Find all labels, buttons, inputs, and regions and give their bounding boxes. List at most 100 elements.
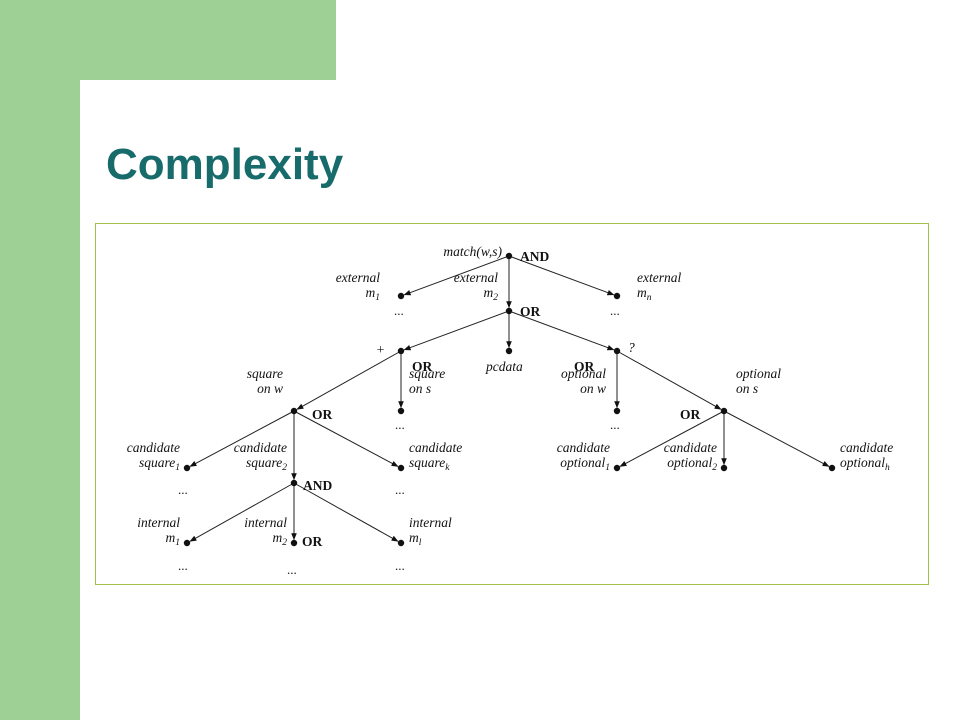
accent-bar-side (0, 0, 80, 720)
node-label: square (247, 366, 283, 381)
node-label: external (336, 270, 380, 285)
node-label: pcdata (485, 359, 523, 374)
node-label: candidate (409, 440, 462, 455)
tree-node-plus: + OR (376, 342, 433, 374)
node-dot (183, 539, 191, 547)
operator-label: OR (412, 359, 433, 374)
edge-quest-opts (616, 350, 722, 410)
operator-label: OR (302, 534, 323, 549)
node-dot (290, 539, 298, 547)
tree-node-quest: ? OR (574, 340, 635, 374)
ellipsis-label: ... (178, 482, 188, 497)
operator-label: OR (312, 407, 333, 422)
node-label: optional1 (560, 455, 610, 473)
node-dot (505, 347, 513, 355)
node-label: on s (409, 381, 431, 396)
slide-title: Complexity (106, 140, 344, 189)
tree-node-ext1: externalm1... (336, 270, 405, 318)
node-dot (505, 252, 513, 260)
tree-node-csk: candidatesquarek... (395, 440, 462, 497)
edge-root-ext1 (403, 255, 510, 296)
edge-ext2-plus (403, 310, 510, 351)
node-label: ml (409, 530, 422, 548)
ellipsis-label: ... (178, 558, 188, 573)
tree-node-cs1: candidatesquare1... (127, 440, 191, 497)
tree-node-extn: externalmn... (610, 270, 681, 318)
tree-node-im1: internalm1... (137, 515, 191, 573)
node-label: candidate (557, 440, 610, 455)
operator-label: OR (680, 407, 701, 422)
node-label: mn (637, 285, 652, 303)
node-dot (290, 407, 298, 415)
node-dot (613, 464, 621, 472)
node-dot (397, 464, 405, 472)
ellipsis-label: ... (395, 482, 405, 497)
operator-label: OR (520, 304, 541, 319)
node-dot (397, 407, 405, 415)
edge-cs2-im1 (189, 482, 295, 542)
node-label: candidate (840, 440, 893, 455)
edge-root-extn (508, 255, 615, 296)
node-label: internal (409, 515, 452, 530)
node-dot (397, 539, 405, 547)
node-label: internal (244, 515, 287, 530)
tree-diagram-frame (95, 223, 929, 585)
node-dot (397, 347, 405, 355)
node-label: optional (736, 366, 781, 381)
node-label: + (376, 342, 385, 357)
edge-cs2-iml (293, 482, 399, 542)
operator-label: AND (303, 478, 332, 493)
nodes-layer: match(w,s)ANDexternalm1...externalm2ORex… (127, 244, 894, 577)
node-label: candidate (234, 440, 287, 455)
node-label: optional (561, 366, 606, 381)
edge-ext2-quest (508, 310, 615, 351)
node-label: external (637, 270, 681, 285)
node-dot (828, 464, 836, 472)
node-dot (720, 407, 728, 415)
edge-plus-sqw (296, 350, 402, 410)
node-dot (290, 479, 298, 487)
operator-label: AND (520, 249, 549, 264)
node-label: optionalh (840, 455, 890, 473)
node-label: on w (580, 381, 606, 396)
node-dot (613, 292, 621, 300)
ellipsis-label: ... (395, 558, 405, 573)
ellipsis-label: ... (610, 303, 620, 318)
edge-opts-co1 (619, 410, 725, 467)
node-label: candidate (664, 440, 717, 455)
node-label: squarek (409, 455, 450, 473)
node-dot (183, 464, 191, 472)
node-label: m2 (484, 285, 499, 303)
node-dot (613, 407, 621, 415)
node-label: square1 (139, 455, 180, 473)
node-label: ? (628, 340, 635, 355)
ellipsis-label: ... (287, 562, 297, 577)
node-label: m1 (166, 530, 181, 548)
tree-node-pcdata: pcdata (485, 347, 523, 374)
edge-opts-coh (723, 410, 830, 467)
edges-layer (189, 255, 830, 542)
ellipsis-label: ... (395, 417, 405, 432)
node-dot (720, 464, 728, 472)
edge-sqw-cs1 (189, 410, 295, 467)
ellipsis-label: ... (394, 303, 404, 318)
node-label: on s (736, 381, 758, 396)
node-dot (505, 307, 513, 315)
node-label: candidate (127, 440, 180, 455)
ellipsis-label: ... (610, 417, 620, 432)
edge-sqw-csk (293, 410, 399, 467)
node-label: on w (257, 381, 283, 396)
node-label: m1 (366, 285, 381, 303)
tree-node-iml: internalml... (395, 515, 452, 573)
tree-node-root: match(w,s)AND (443, 244, 549, 264)
node-label: internal (137, 515, 180, 530)
node-label: m2 (273, 530, 288, 548)
operator-label: OR (574, 359, 595, 374)
